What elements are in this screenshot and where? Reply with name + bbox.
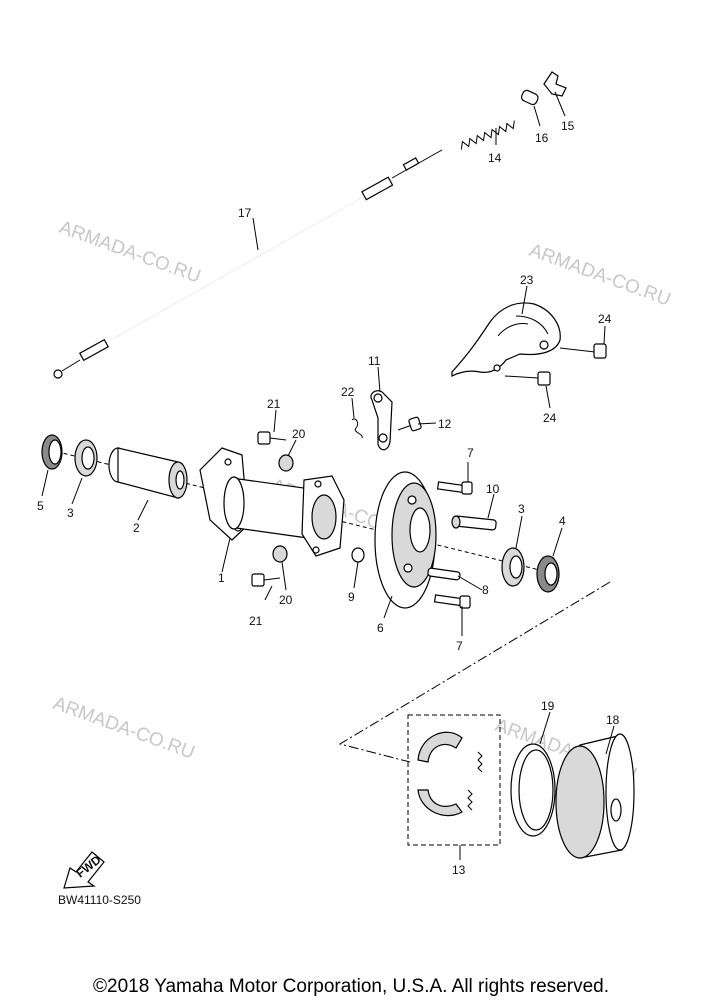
callout-17: 17 bbox=[238, 206, 252, 220]
brake-pin bbox=[427, 567, 461, 581]
callout-3-left: 3 bbox=[67, 506, 74, 520]
wing-nut bbox=[543, 71, 567, 97]
callout-12: 12 bbox=[438, 417, 452, 431]
callout-21-lower: 21 bbox=[249, 614, 263, 628]
callout-13: 13 bbox=[452, 863, 466, 877]
callout-1: 1 bbox=[218, 571, 225, 585]
bracket-bolt-upper bbox=[559, 343, 607, 359]
bearing-left bbox=[74, 439, 98, 477]
bearing-right bbox=[501, 547, 525, 587]
callout-8: 8 bbox=[482, 583, 489, 597]
hub-bolt-lower bbox=[251, 573, 281, 587]
brake-shoe-plate bbox=[374, 471, 437, 609]
callout-14: 14 bbox=[488, 151, 502, 165]
callout-20-upper: 20 bbox=[292, 427, 306, 441]
callout-7-lower: 7 bbox=[456, 639, 463, 653]
shaft-nut bbox=[351, 547, 365, 563]
callout-10: 10 bbox=[486, 482, 500, 496]
callout-2: 2 bbox=[133, 521, 140, 535]
callout-9: 9 bbox=[348, 590, 355, 604]
callout-6: 6 bbox=[377, 621, 384, 635]
callout-24-upper: 24 bbox=[598, 312, 612, 326]
brake-camshaft bbox=[451, 515, 497, 531]
brake-cable bbox=[53, 149, 443, 379]
callout-18: 18 bbox=[606, 713, 620, 727]
callout-21-upper: 21 bbox=[267, 397, 281, 411]
callout-19: 19 bbox=[541, 699, 555, 713]
watermark-1: ARMADA-CO.RU bbox=[56, 217, 203, 288]
hub-nut-upper bbox=[278, 454, 294, 472]
callout-5: 5 bbox=[37, 499, 44, 513]
callout-24-lower: 24 bbox=[543, 411, 557, 425]
rear-hub bbox=[199, 447, 345, 557]
spacer bbox=[108, 447, 188, 499]
hub-nut-lower bbox=[272, 545, 288, 563]
oil-seal-right bbox=[536, 555, 560, 593]
diagram-code: BW41110-S250 bbox=[58, 893, 141, 907]
callout-15: 15 bbox=[561, 119, 575, 133]
brake-shoe-kit bbox=[417, 731, 483, 817]
copyright-notice: ©2018 Yamaha Motor Corporation, U.S.A. A… bbox=[93, 976, 609, 997]
callout-7-upper: 7 bbox=[467, 446, 474, 460]
cable-spring bbox=[460, 120, 515, 150]
hub-bolt-upper bbox=[257, 431, 287, 445]
brake-cam-lever bbox=[370, 390, 393, 451]
callout-20-lower: 20 bbox=[279, 593, 293, 607]
lever-bolt bbox=[397, 416, 422, 432]
callout-23: 23 bbox=[520, 273, 534, 287]
callout-4: 4 bbox=[559, 514, 566, 528]
cable-joint bbox=[520, 89, 539, 106]
bracket-bolt-lower bbox=[504, 371, 551, 386]
brake-shoe-kit-box bbox=[407, 714, 501, 846]
callout-22: 22 bbox=[341, 385, 355, 399]
plate-bolt-upper bbox=[436, 481, 473, 495]
watermark-4: ARMADA-CO.RU bbox=[50, 693, 197, 764]
o-ring bbox=[510, 743, 556, 837]
callout-11: 11 bbox=[368, 354, 381, 368]
callout-3-right: 3 bbox=[518, 502, 525, 516]
plate-bolt-lower bbox=[433, 594, 471, 609]
oil-seal-left bbox=[41, 434, 63, 470]
leader-lines bbox=[41, 91, 615, 860]
brake-bracket bbox=[451, 302, 561, 377]
callout-16: 16 bbox=[535, 131, 549, 145]
watermark-2: ARMADA-CO.RU bbox=[526, 240, 673, 311]
brake-drum bbox=[555, 733, 635, 859]
fwd-arrow-icon: FWD bbox=[63, 851, 105, 889]
lever-spring bbox=[351, 418, 363, 439]
